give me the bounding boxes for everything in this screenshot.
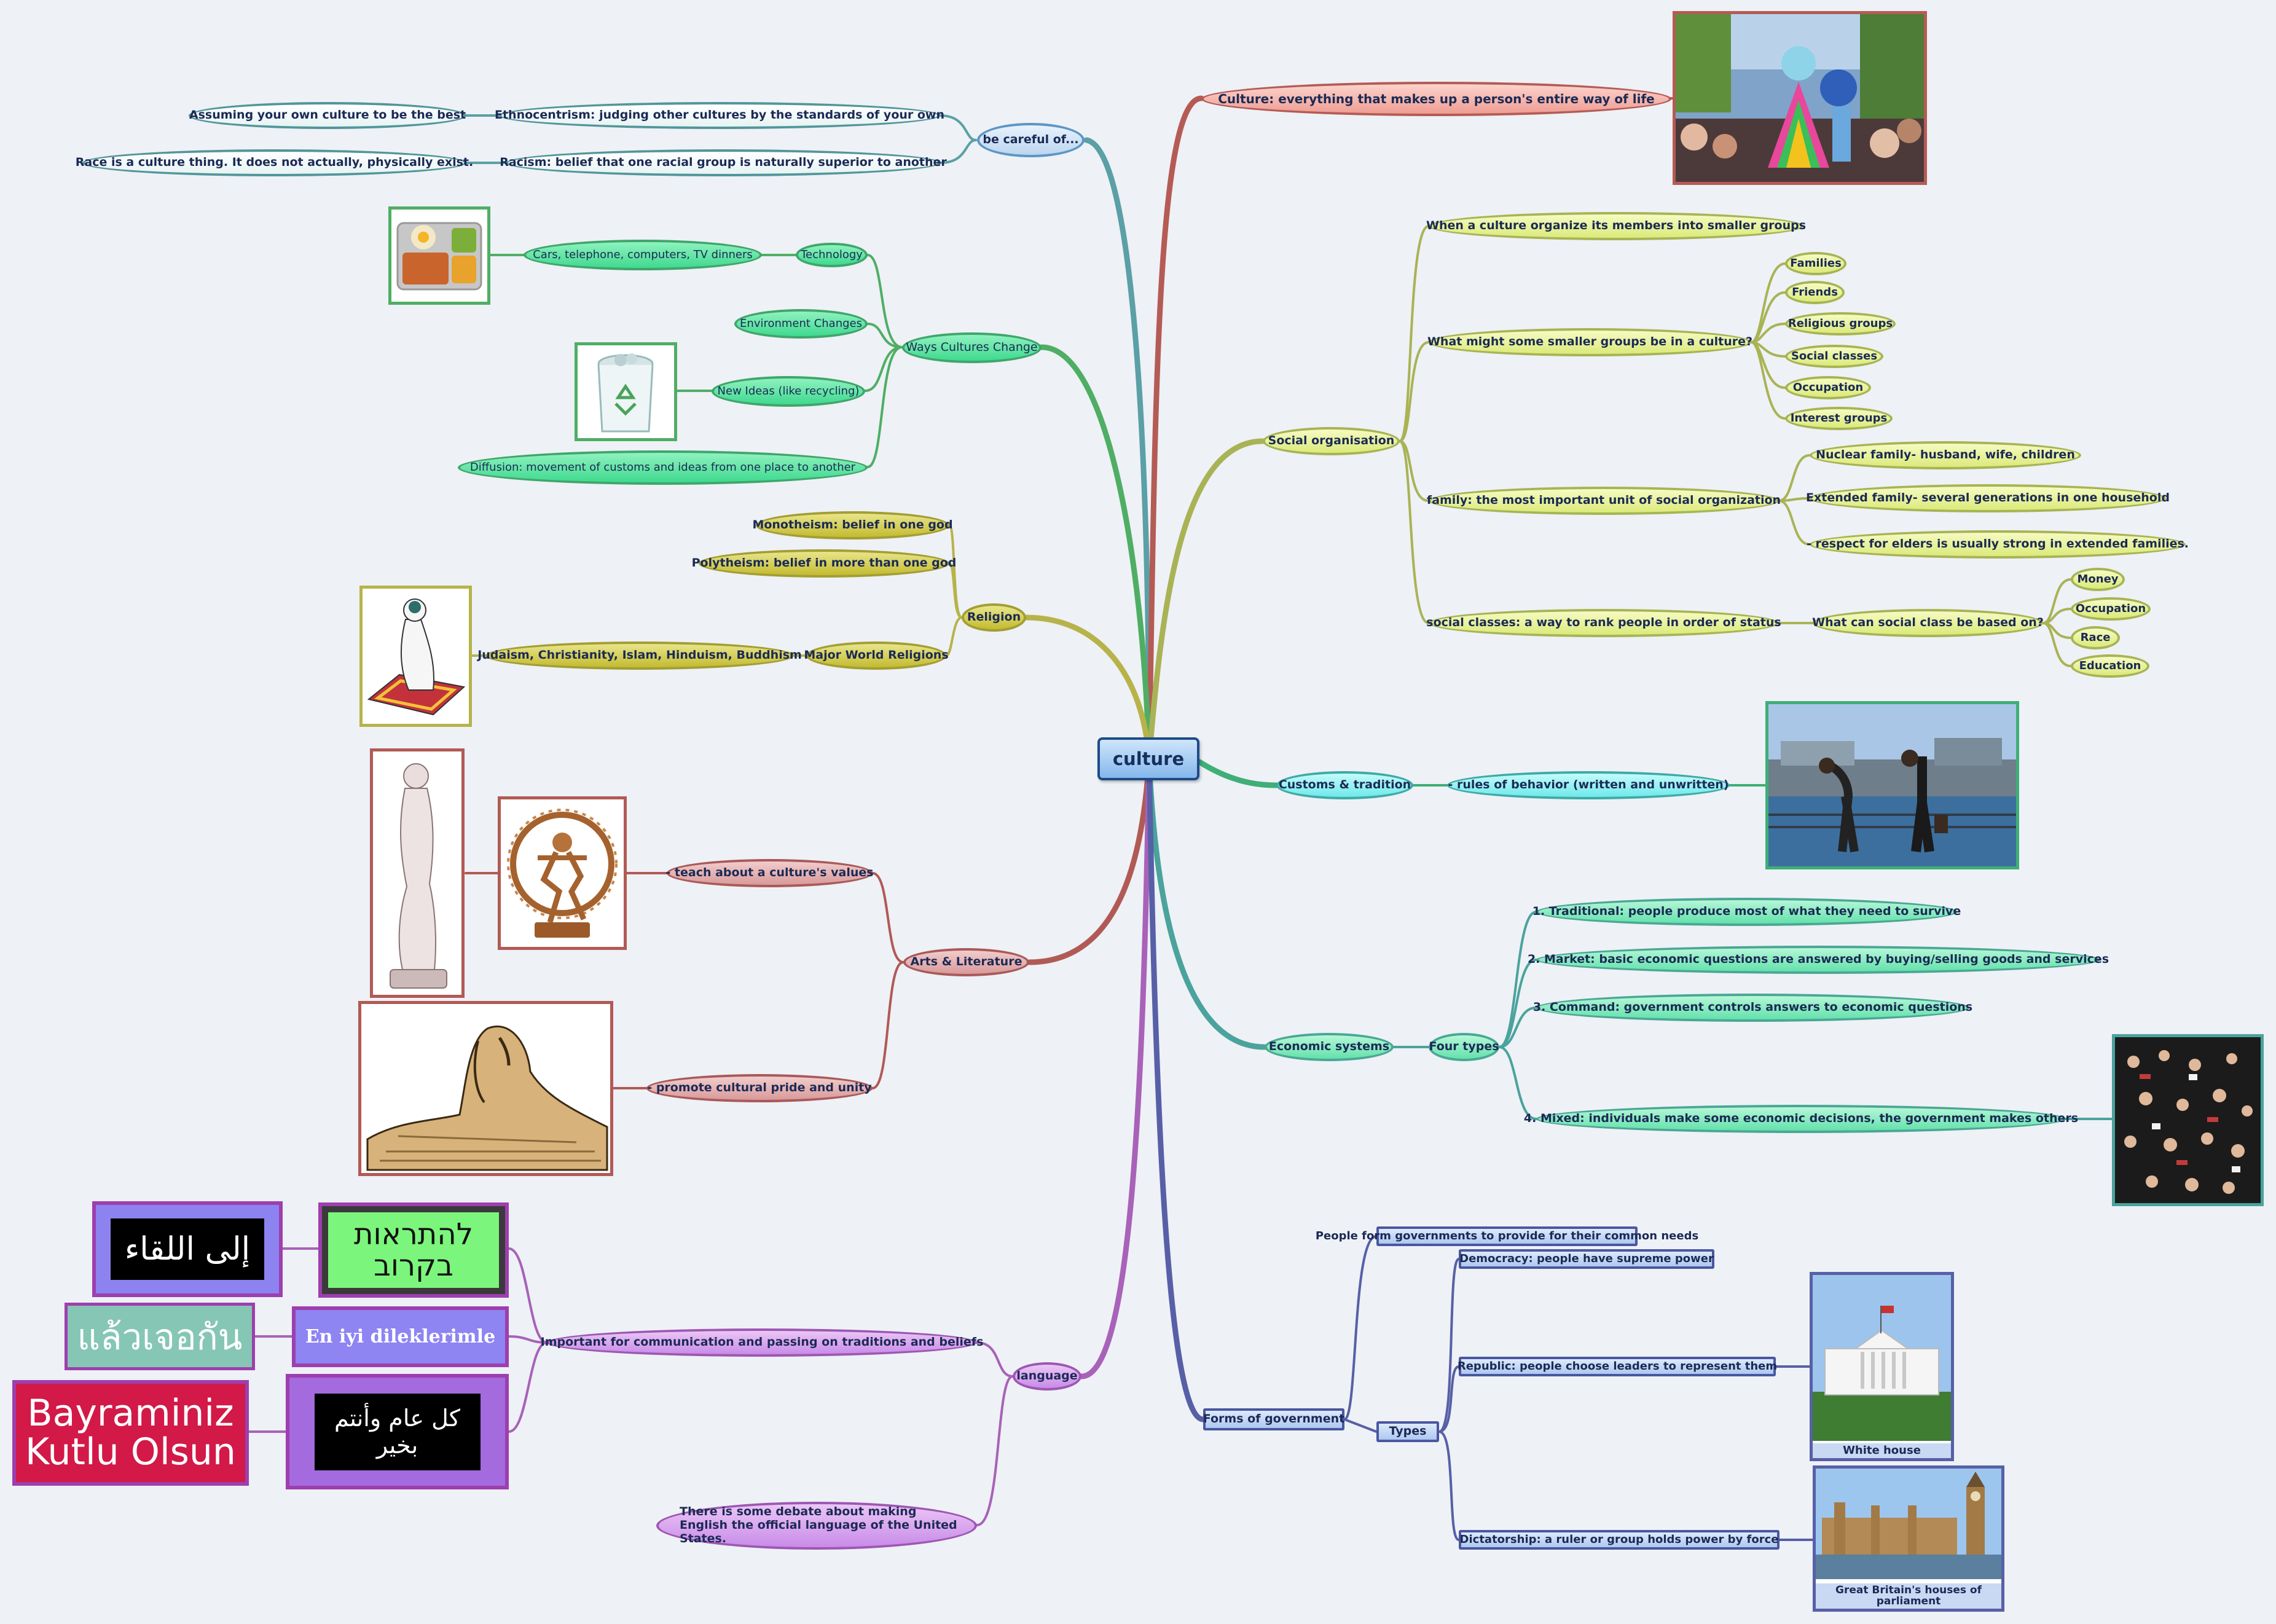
- dictatorship-node[interactable]: Dictatorship: a ruler or group holds pow…: [1459, 1530, 1780, 1550]
- racism-node[interactable]: Racism: belief that one racial group is …: [500, 149, 947, 176]
- white-house-caption: White house: [1813, 1443, 1951, 1458]
- major-world-religions-node[interactable]: Major World Religions: [804, 641, 949, 670]
- recycling-bin-image: [575, 342, 677, 441]
- monotheism-node[interactable]: Monotheism: belief in one god: [752, 511, 953, 539]
- technology-node[interactable]: Technology: [796, 243, 868, 267]
- technology-examples-node[interactable]: Cars, telephone, computers, TV dinners: [524, 240, 762, 270]
- trading-floor-image: [2112, 1034, 2264, 1206]
- forms-of-government-node[interactable]: Forms of government: [1203, 1408, 1344, 1430]
- bowing-image: [1765, 701, 2019, 869]
- respect-elders-node[interactable]: - respect for elders is usually strong i…: [1807, 530, 2189, 559]
- social-organisation-node[interactable]: Social organisation: [1263, 427, 1400, 455]
- nuclear-family-node[interactable]: Nuclear family- husband, wife, children: [1810, 441, 2081, 469]
- basis-education-node[interactable]: Education: [2071, 654, 2149, 678]
- parliament-caption: Great Britain's houses of parliament: [1816, 1583, 2001, 1609]
- basis-occupation-node[interactable]: Occupation: [2071, 597, 2151, 621]
- group-families-node[interactable]: Families: [1785, 252, 1846, 275]
- arts-literature-node[interactable]: Arts & Literature: [903, 948, 1029, 976]
- economy-mixed-node[interactable]: 4. Mixed: individuals make some economic…: [1524, 1105, 2078, 1133]
- polytheism-node[interactable]: Polytheism: belief in more than one god: [692, 549, 956, 578]
- diffusion-node[interactable]: Diffusion: movement of customs and ideas…: [458, 450, 868, 485]
- economy-traditional-node[interactable]: 1. Traditional: people produce most of w…: [1532, 898, 1961, 926]
- extended-family-node[interactable]: Extended family- several generations in …: [1806, 484, 2170, 512]
- cultural-pride-node[interactable]: - promote cultural pride and unity: [646, 1074, 873, 1102]
- customs-tradition-node[interactable]: Customs & tradition: [1276, 771, 1413, 799]
- class-based-on-node[interactable]: What can social class be based on?: [1812, 609, 2044, 637]
- ethnocentrism-node[interactable]: Ethnocentrism: judging other cultures by…: [495, 102, 944, 129]
- organize-members-node[interactable]: When a culture organize its members into…: [1426, 212, 1806, 240]
- government-types-node[interactable]: Types: [1376, 1421, 1439, 1442]
- prayer-image: [359, 586, 472, 727]
- be-careful-node[interactable]: be careful of...: [977, 123, 1085, 157]
- group-friends-node[interactable]: Friends: [1785, 281, 1845, 304]
- arabic-greeting-image-2: كل عام وأنتم بخير: [286, 1374, 509, 1489]
- venus-statue-image: [370, 748, 465, 998]
- social-classes-node[interactable]: social classes: a way to rank people in …: [1426, 609, 1781, 637]
- turkish-small-greeting-image: En iyi dileklerimle: [292, 1306, 509, 1367]
- new-ideas-node[interactable]: New Ideas (like recycling): [712, 376, 865, 407]
- religion-node[interactable]: Religion: [962, 603, 1026, 632]
- teach-values-node[interactable]: - teach about a culture's values: [665, 859, 874, 887]
- language-node[interactable]: language: [1013, 1362, 1081, 1391]
- rules-of-behavior-node[interactable]: - rules of behavior (written and unwritt…: [1447, 771, 1730, 799]
- sphinx-image: [358, 1001, 613, 1176]
- group-occupation-node[interactable]: Occupation: [1785, 376, 1871, 399]
- basis-race-node[interactable]: Race: [2071, 626, 2120, 649]
- basis-money-node[interactable]: Money: [2071, 568, 2125, 591]
- people-form-governments-node[interactable]: People form governments to provide for t…: [1316, 1226, 1698, 1246]
- arabic-greeting-image-1: إلى اللقاء: [92, 1201, 283, 1297]
- smaller-groups-node[interactable]: What might some smaller groups be in a c…: [1427, 328, 1752, 356]
- communication-node[interactable]: Important for communication and passing …: [541, 1328, 983, 1357]
- parade-image: [1673, 11, 1927, 185]
- white-house-image: White house: [1810, 1272, 1954, 1461]
- tv-dinner-image: [388, 206, 490, 305]
- parliament-image: Great Britain's houses of parliament: [1813, 1465, 2004, 1612]
- economic-systems-node[interactable]: Economic systems: [1265, 1033, 1394, 1061]
- economy-command-node[interactable]: 3. Command: government controls answers …: [1533, 994, 1972, 1022]
- group-interest-node[interactable]: Interest groups: [1785, 407, 1893, 430]
- turkish-big-greeting-image: Bayraminiz Kutlu Olsun: [12, 1380, 249, 1486]
- religions-list-node[interactable]: Judaism, Christianity, Islam, Hinduism, …: [477, 641, 802, 670]
- republic-node[interactable]: Republic: people choose leaders to repre…: [1458, 1357, 1777, 1376]
- arabic-greeting-text-2: كل عام وأنتم بخير: [314, 1393, 481, 1470]
- turkish-small-greeting-text: En iyi dileklerimle: [305, 1326, 496, 1347]
- thai-greeting-image: แล้วเจอกัน: [65, 1303, 255, 1370]
- hebrew-greeting-image: להתראות בקרוב: [318, 1202, 509, 1298]
- family-unit-node[interactable]: family: the most important unit of socia…: [1427, 487, 1781, 515]
- group-social-classes-node[interactable]: Social classes: [1785, 345, 1883, 368]
- democracy-node[interactable]: Democracy: people have supreme power: [1459, 1249, 1714, 1269]
- thai-greeting-text: แล้วเจอกัน: [77, 1316, 243, 1358]
- root-topic[interactable]: culture: [1097, 737, 1199, 780]
- english-debate-node[interactable]: There is some debate about making Englis…: [656, 1502, 977, 1550]
- assuming-best-node[interactable]: Assuming your own culture to be the best: [189, 102, 466, 129]
- four-types-node[interactable]: Four types: [1429, 1033, 1499, 1061]
- culture-definition-node[interactable]: Culture: everything that makes up a pers…: [1201, 82, 1671, 116]
- shiva-statue-image: [498, 796, 627, 950]
- environment-changes-node[interactable]: Environment Changes: [734, 309, 868, 339]
- turkish-big-greeting-text: Bayraminiz Kutlu Olsun: [25, 1392, 236, 1473]
- race-culture-node[interactable]: Race is a culture thing. It does not act…: [76, 149, 473, 176]
- ways-cultures-change-node[interactable]: Ways Cultures Change: [902, 332, 1042, 363]
- arabic-greeting-text-1: إلى اللقاء: [111, 1218, 264, 1280]
- group-religious-node[interactable]: Religious groups: [1785, 312, 1896, 335]
- economy-market-node[interactable]: 2. Market: basic economic questions are …: [1528, 946, 2109, 974]
